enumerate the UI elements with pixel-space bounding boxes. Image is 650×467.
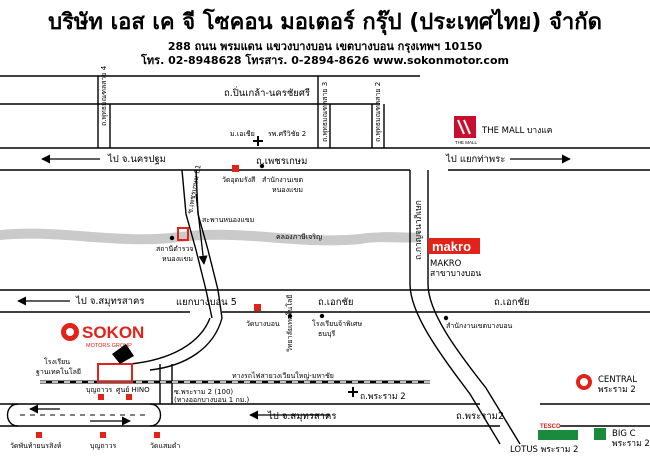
label-ekachai-right: ถ.เอกชัย (494, 297, 530, 308)
label-police-2: หนองแขม (162, 255, 193, 263)
wat-phaiyarat-marker (36, 432, 42, 438)
label-rama2-mid: ถ.พระราม 2 (360, 392, 406, 402)
hospital-cross2-icon (348, 387, 358, 397)
bigc-branch: พระราม 2 (612, 439, 650, 449)
label-to-samutsakhon-top: ไป จ.สมุทรสาคร (75, 295, 144, 307)
label-wat-bangbon: วัดบางบอน (246, 320, 280, 328)
central-label: CENTRAL (598, 375, 637, 385)
label-school-special: โรงเรียนจ้าพิเศษ (312, 319, 362, 328)
label-to-samutsakhon-bottom: ไป จ.สมุทรสาคร (267, 410, 336, 422)
sokon-site (97, 363, 133, 383)
label-phutthamonthon2: ถ.พุทธมณฑลสาย 2 (374, 82, 382, 142)
police-dot (169, 235, 175, 241)
company-name: บริษัท เอส เค จี โซคอน มอเตอร์ กรุ๊ป (ปร… (48, 10, 602, 35)
label-pinklao: ถ.ปิ่นเกล้า-นครชัยศรี (224, 86, 310, 99)
wat-samdam-marker (154, 432, 160, 438)
hospital-cross-icon (253, 136, 263, 146)
label-ekachai-mid: ถ.เอกชัย (318, 297, 354, 308)
makro-branch: สาขาบางบอน (430, 269, 481, 279)
sokon-tagline: MOTORS GROUP (86, 343, 132, 349)
label-kanchanaphisek: ถ.กาญจนาภิเษก (414, 200, 424, 260)
company-address: 288 ถนน พรมแดน แขวงบางบอน เขตบางบอน กรุง… (167, 40, 483, 53)
label-police: สถานีตำรวจ (156, 245, 194, 253)
lotus-label: LOTUS พระราม 2 (510, 445, 578, 455)
bigc-logo (594, 428, 606, 440)
road-kanchanaphisek (409, 170, 501, 445)
makro-logo-bg (428, 238, 480, 254)
label-phutthamonthon4: ถ.พุทธมณฑลสาย 4 (100, 65, 108, 126)
makro-label: MAKRO (430, 259, 462, 269)
road-loop (6, 403, 162, 427)
label-boonthavorn: บุญถาวร (86, 386, 113, 394)
road-soi81-b (195, 169, 223, 319)
the-mall-label: THE MALL บางแค (481, 126, 552, 136)
hino-marker (126, 394, 132, 400)
road-rama2-right (540, 403, 650, 427)
label-school-special-2: ธนบุรี (318, 330, 336, 338)
bigc-label: BIG C (612, 429, 636, 439)
label-tech-school-2: ฐานเทคโนโลยี (36, 367, 81, 376)
lotus-logo (538, 430, 578, 440)
central-branch: พระราม 2 (598, 385, 636, 395)
label-college: วิทยาลัยเทคโนโลยี (285, 295, 294, 352)
bridge-marker (177, 227, 189, 241)
road-soi81 (181, 169, 213, 319)
label-district-bangbon: สำนักงานเขตบางบอน (446, 322, 513, 330)
label-wat-phaiyarat: วัดพันท้ายนรสิงห์ (10, 442, 62, 450)
label-district-office-2: หนองแขม (272, 186, 303, 194)
wat-bangbon-marker (254, 304, 261, 311)
route-map: SOKON MOTORS GROUP THE MALL THE MALL บาง… (0, 65, 650, 455)
label-phetkasem: ถ.เพชรเกษม (256, 156, 307, 167)
sokon-brand: SOKON (82, 323, 144, 342)
label-hospital: รพ.ศรีวิชัย 2 (268, 130, 306, 138)
label-to-thaphra: ไป แยกท่าพระ (445, 153, 505, 165)
svg-text:THE MALL: THE MALL (455, 140, 478, 145)
label-bangbon5: แยกบางบอน 5 (176, 297, 237, 308)
makro-logo: makro (432, 239, 471, 254)
label-to-nakhonpathom: ไป จ.นครปฐม (107, 153, 166, 165)
district-office-dot (259, 163, 265, 169)
label-wat-nuanchan: วัดอุดมรังสี (222, 176, 256, 184)
arrow-soi81 (195, 193, 208, 265)
boonthavorn-marker (98, 394, 104, 400)
label-hino: ศูนย์ HINO (116, 386, 150, 394)
label-tech-school: โรงเรียน (44, 357, 70, 366)
district-bangbon-dot (443, 315, 449, 321)
label-mahidol: ม.เอเชีย (230, 130, 255, 138)
label-canal: คลองภาษีเจริญ (276, 233, 322, 241)
the-mall-logo: THE MALL (454, 116, 478, 145)
label-phutthamonthon3: ถ.พุทธมณฑลสาย 3 (321, 82, 329, 142)
tesco-label: TESCO (540, 424, 561, 430)
canal (0, 228, 420, 246)
label-bridge: สะพานหนองแขม (202, 216, 254, 224)
school-dot (287, 313, 293, 319)
wat-nuanchan-marker (232, 165, 239, 172)
road-link (129, 317, 211, 365)
label-boonthavorn-2: บุญถาวร (90, 442, 117, 450)
road-kanchanaphisek-b (427, 170, 521, 445)
label-rama2-100-note: (ทางออกบางบอน 1 กม.) (174, 396, 250, 404)
label-rama2-100: ซ.พระราม 2 (100) (174, 388, 233, 396)
label-soi81: ซ.เพชรเกษม 81 (186, 164, 202, 214)
company-contact: โทร. 02-8948628 โทรสาร. 0-2894-8626 www.… (141, 54, 509, 67)
sokon-pointer-icon (112, 344, 134, 364)
label-district-office: สำนักงานเขต (262, 176, 304, 184)
school-special-dot (319, 313, 325, 319)
label-wat-samdam: วัดแสมดำ (150, 442, 180, 450)
label-rama2-right: ถ.พระราม2 (456, 411, 504, 422)
sokon-logo: SOKON MOTORS GROUP (61, 323, 144, 349)
boonthavorn2-marker (100, 432, 106, 438)
label-railway: ทางรถไฟสายวงเวียนใหญ่-มหาชัย (232, 371, 334, 380)
central-logo (576, 374, 592, 390)
road-link-b (149, 317, 223, 371)
